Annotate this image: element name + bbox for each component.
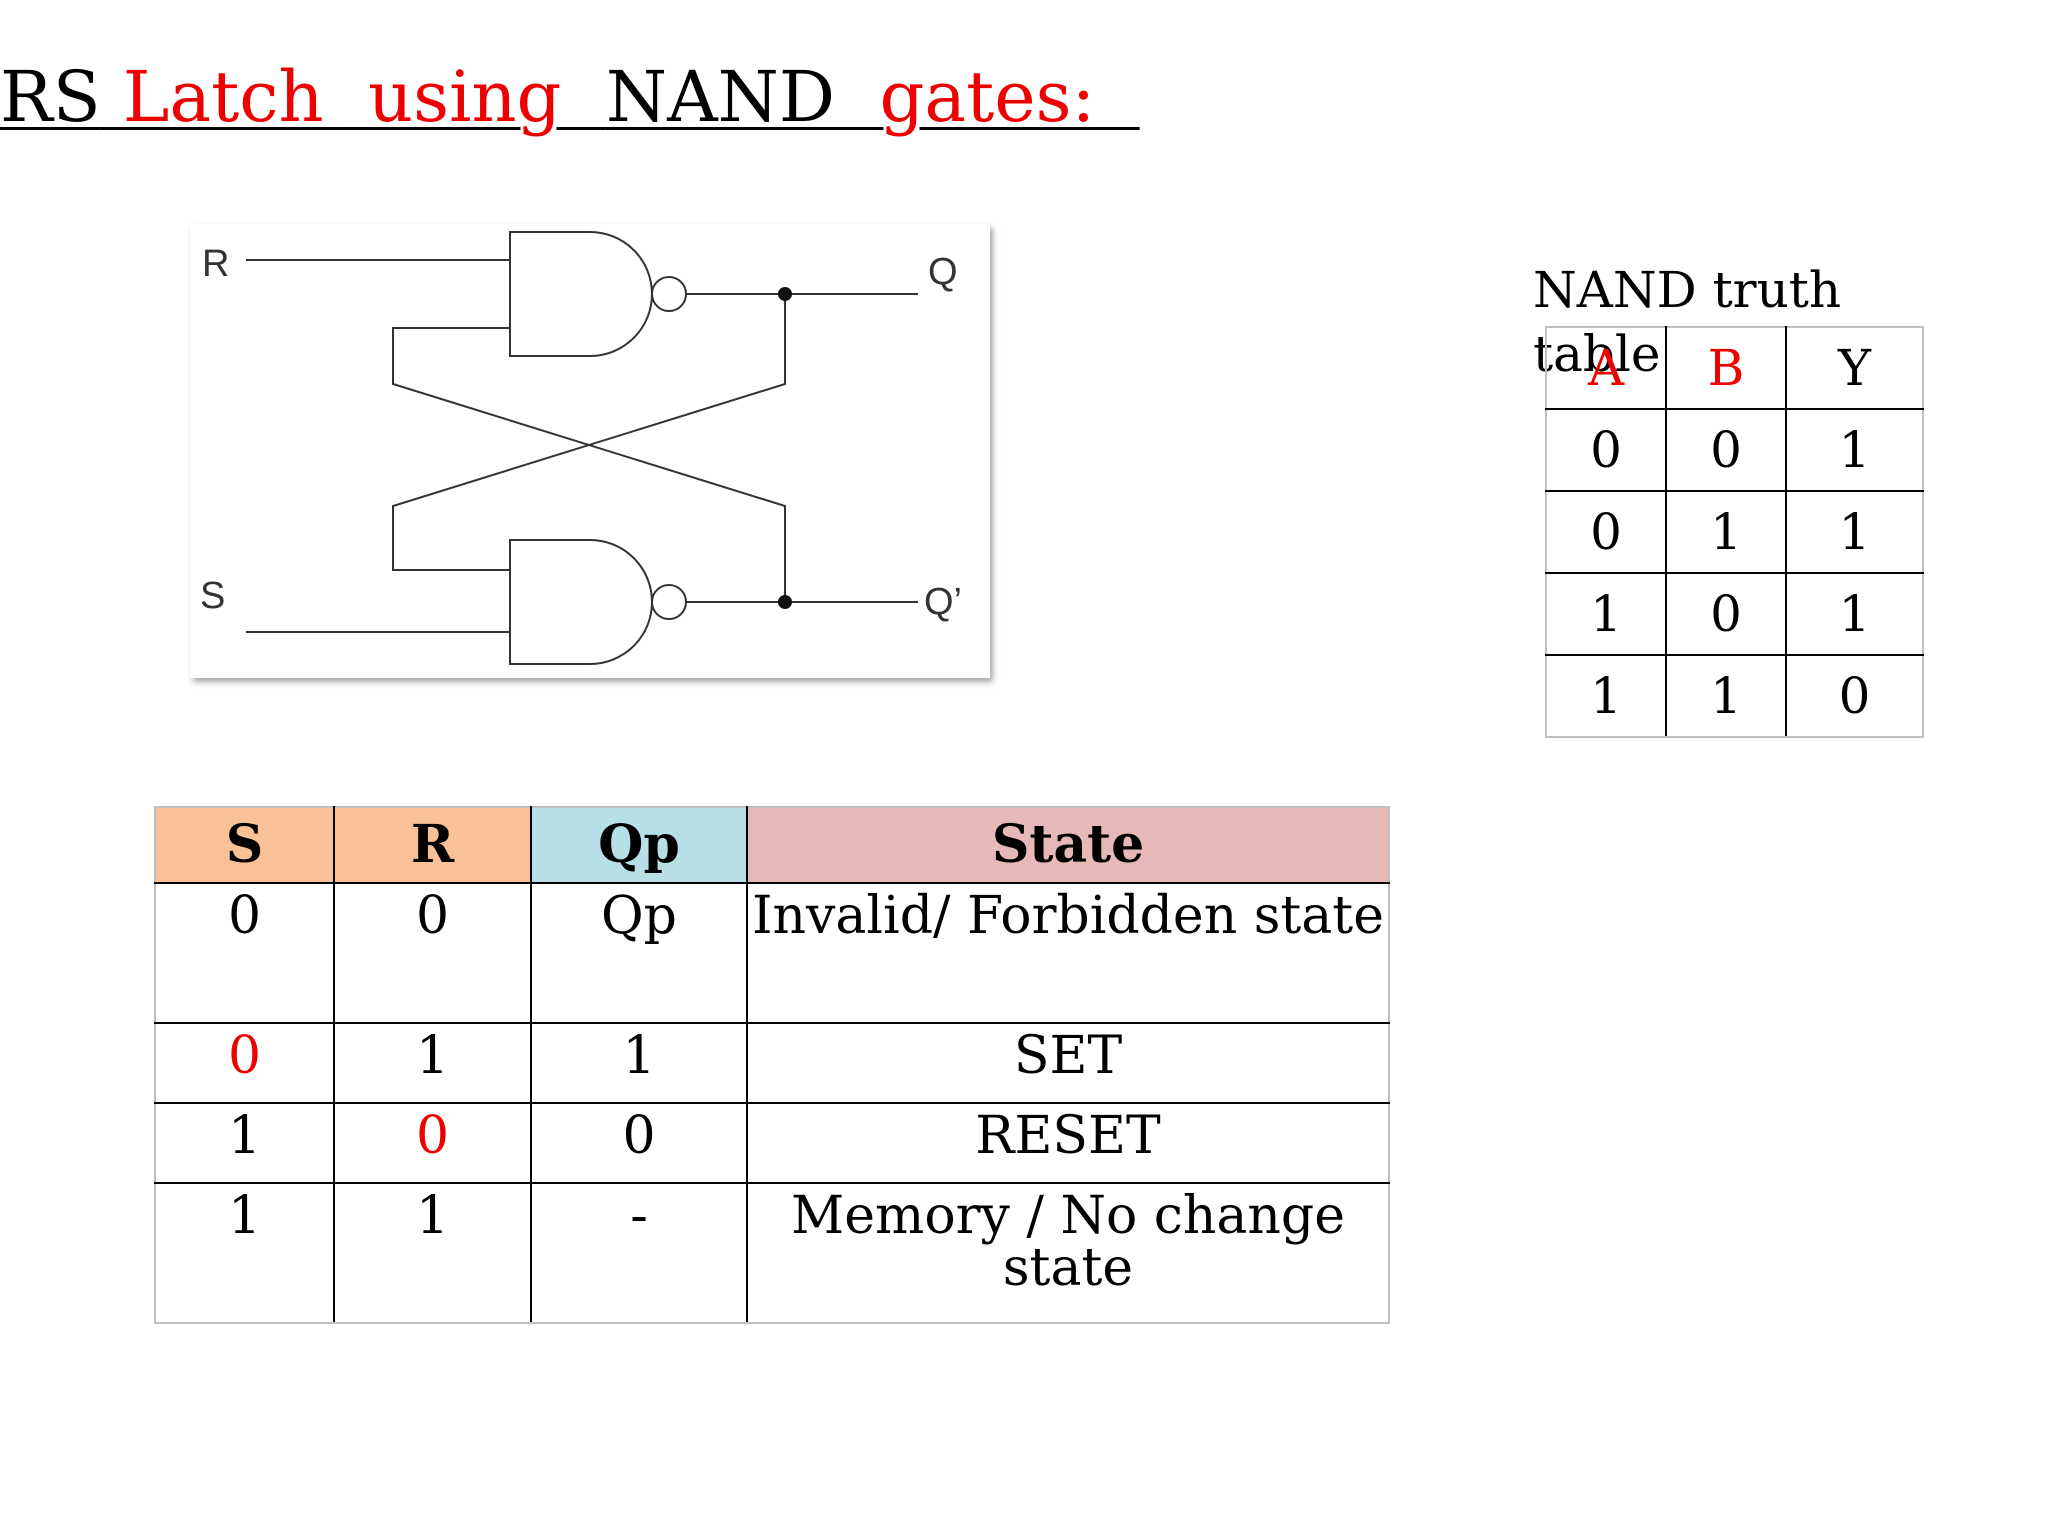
title-latch-using: Latch using (100, 56, 606, 138)
header-b: B (1665, 326, 1787, 410)
table-cell: Invalid/ Forbidden state (746, 882, 1390, 1024)
table-cell: Qp (530, 882, 748, 1024)
header-s: S (154, 806, 335, 884)
page-title: RS Latch using NAND gates: (0, 62, 1140, 132)
table-cell: 1 (1665, 490, 1787, 574)
table-cell: 1 (530, 1022, 748, 1104)
table-cell: - (530, 1182, 748, 1324)
table-row: 0 0 1 (1545, 408, 1924, 492)
table-cell: 0 (1665, 408, 1787, 492)
table-cell: 1 (154, 1182, 335, 1324)
table-cell: 0 (1665, 572, 1787, 656)
top-nand-bubble (651, 276, 687, 312)
q-junction-dot (778, 287, 792, 301)
table-cell: 1 (1785, 490, 1924, 574)
table-cell: 0 (154, 1022, 335, 1104)
top-feedback-wire (392, 327, 786, 602)
label-q: Q (928, 251, 958, 293)
bottom-feedback-wire (392, 294, 786, 571)
table-cell: 0 (333, 882, 532, 1024)
header-state: State (746, 806, 1390, 884)
table-cell: 1 (1545, 654, 1667, 738)
top-nand-gate (509, 231, 653, 357)
label-r: R (202, 243, 229, 285)
header-qp: Qp (530, 806, 748, 884)
title-nand: NAND (605, 56, 836, 138)
q-prime-junction-dot (778, 595, 792, 609)
table-cell: 1 (154, 1102, 335, 1184)
table-cell: 0 (530, 1102, 748, 1184)
label-s: S (200, 575, 225, 617)
rs-latch-circuit-diagram: R S Q Q’ (190, 224, 990, 678)
table-cell: 1 (333, 1022, 532, 1104)
label-q-prime: Q’ (924, 581, 962, 623)
table-cell: SET (746, 1022, 1390, 1104)
table-cell: 1 (1545, 572, 1667, 656)
table-cell: 0 (1785, 654, 1924, 738)
table-cell: 1 (1785, 572, 1924, 656)
table-row: 1 1 - Memory / No change state (154, 1182, 1390, 1324)
bottom-nand-bubble (651, 584, 687, 620)
table-row: 1 0 0 RESET (154, 1102, 1390, 1184)
table-header-row: S R Qp State (154, 806, 1390, 884)
table-cell: 0 (1545, 408, 1667, 492)
table-row: 0 1 1 SET (154, 1022, 1390, 1104)
rs-latch-state-table: S R Qp State 0 0 Qp Invalid/ Forbidden s… (154, 806, 1390, 1324)
table-cell: 0 (333, 1102, 532, 1184)
header-y: Y (1785, 326, 1924, 410)
table-row: 1 0 1 (1545, 572, 1924, 656)
table-cell: Memory / No change state (746, 1182, 1390, 1324)
table-cell: 1 (1665, 654, 1787, 738)
table-row: 0 0 Qp Invalid/ Forbidden state (154, 882, 1390, 1024)
table-row: 1 1 0 (1545, 654, 1924, 738)
nand-truth-table: A B Y 0 0 1 0 1 1 1 0 1 1 1 0 (1545, 326, 1924, 738)
table-row: 0 1 1 (1545, 490, 1924, 574)
title-gates: gates: (835, 56, 1140, 138)
table-cell: 0 (154, 882, 335, 1024)
table-cell: RESET (746, 1102, 1390, 1184)
header-r: R (333, 806, 532, 884)
table-cell: 0 (1545, 490, 1667, 574)
table-cell: 1 (333, 1182, 532, 1324)
title-rs: RS (0, 56, 101, 138)
table-header-row: A B Y (1545, 326, 1924, 410)
table-cell: 1 (1785, 408, 1924, 492)
bottom-nand-gate (509, 539, 653, 665)
circuit-svg: R S Q Q’ (200, 231, 962, 665)
header-a: A (1545, 326, 1667, 410)
